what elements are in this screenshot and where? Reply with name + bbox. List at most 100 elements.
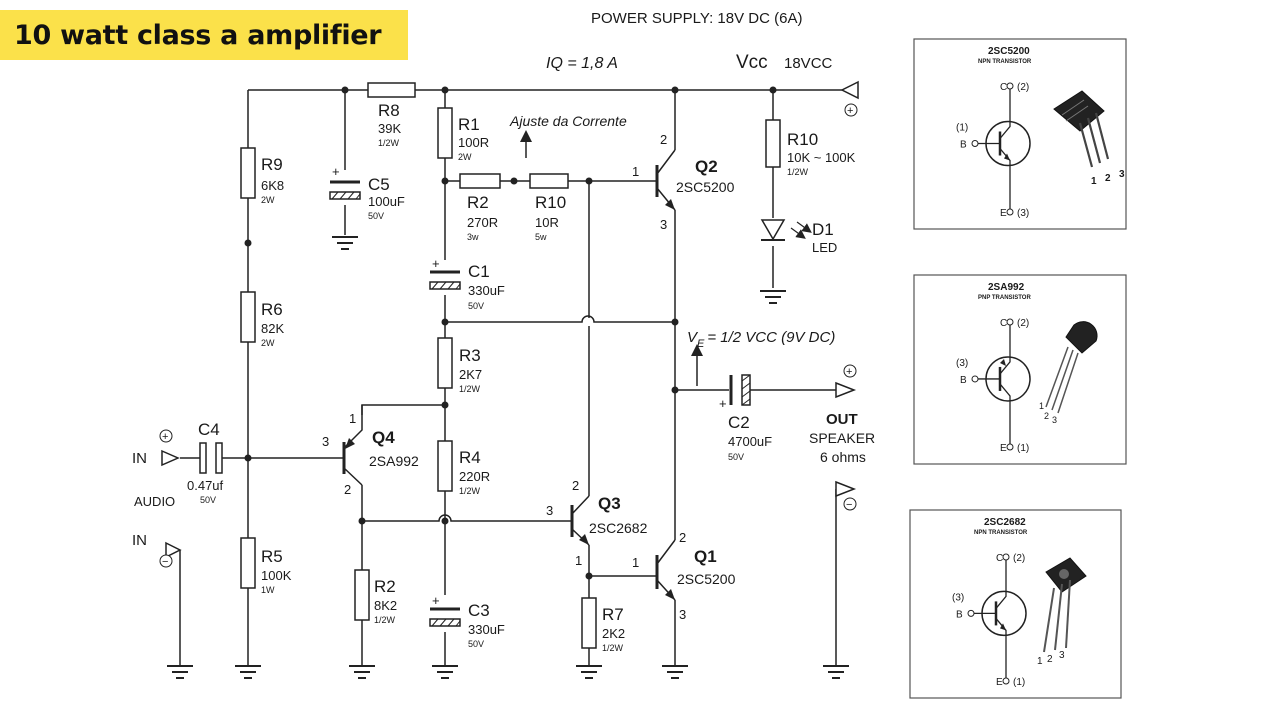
pinout-pin-label: B [960,140,967,151]
svg-text:10R: 10R [535,215,559,230]
svg-text:100K: 100K [261,568,292,583]
pinout-pin-label: E [1000,443,1007,454]
r3-resistor [437,337,453,389]
svg-text:5w: 5w [535,232,547,242]
pinout-pin-label: E [1000,208,1007,219]
svg-text:330uF: 330uF [468,622,505,637]
r4-resistor [437,440,453,492]
svg-text:2K2: 2K2 [602,626,625,641]
c3-capacitor [429,607,461,627]
pinout-pin-label: (3) [956,358,968,369]
svg-text:R9: R9 [261,155,283,174]
vcc-label: Vcc [736,52,768,73]
svg-text:+: + [162,431,168,443]
svg-text:C4: C4 [198,420,220,439]
svg-text:3: 3 [1059,650,1065,661]
svg-text:R10: R10 [535,193,566,212]
svg-text:1: 1 [349,411,356,426]
svg-text:1: 1 [1037,656,1043,667]
svg-text:1W: 1W [261,585,275,595]
svg-text:2W: 2W [261,338,275,348]
svg-text:R1: R1 [458,115,480,134]
svg-text:1: 1 [1091,176,1097,187]
svg-text:2W: 2W [261,195,275,205]
pinout-pin-label: B [960,375,967,386]
r6-resistor [240,291,256,343]
audio-label: AUDIO [134,494,175,509]
svg-text:50V: 50V [728,452,744,462]
pin-numbers: 123 123 123 123 [322,132,686,622]
svg-text:3: 3 [679,607,686,622]
pinout-pin-label: (1) [1017,443,1029,454]
r5-resistor [240,537,256,589]
svg-text:+: + [332,164,340,179]
q3-transistor [558,495,590,546]
svg-text:−: − [846,499,852,511]
svg-text:2K7: 2K7 [459,367,482,382]
q2-transistor [655,149,676,211]
svg-text:R4: R4 [459,448,481,467]
svg-text:C1: C1 [468,262,490,281]
svg-text:2: 2 [660,132,667,147]
in-ground-label: IN [132,532,147,549]
svg-text:100uF: 100uF [368,194,405,209]
svg-text:+: + [719,396,727,411]
pinout-pin-label: B [956,609,963,620]
speaker-label: SPEAKER [809,430,875,446]
svg-text:50V: 50V [368,211,384,221]
svg-text:2: 2 [344,482,351,497]
power-supply-label: POWER SUPPLY: 18V DC (6A) [591,10,802,27]
svg-text:2SC2682: 2SC2682 [589,520,648,536]
c4-capacitor [199,442,223,474]
svg-text:50V: 50V [468,639,484,649]
svg-text:+: + [846,366,852,378]
svg-text:R8: R8 [378,101,400,120]
pinout-pin-label: C [996,553,1003,564]
svg-text:R7: R7 [602,605,624,624]
svg-text:270R: 270R [467,215,498,230]
vcc-terminal [840,80,859,100]
svg-text:8K2: 8K2 [374,598,397,613]
svg-text:39K: 39K [378,121,401,136]
svg-text:1/2W: 1/2W [459,486,481,496]
out-label: OUT [826,411,858,428]
svg-text:+: + [847,105,853,117]
in-label: IN [132,450,147,467]
svg-text:R5: R5 [261,547,283,566]
iq-label: IQ = 1,8 A [546,55,618,72]
ohms-label: 6 ohms [820,449,866,465]
out-minus-terminal [835,480,857,498]
pinout-type: NPN TRANSISTOR [978,59,1032,65]
pinout-part: 2SC5200 [988,46,1030,57]
svg-text:100R: 100R [458,135,489,150]
r10-power-resistor [529,173,569,189]
out-plus-terminal [835,381,857,399]
pinout-pin-label: (1) [1013,677,1025,688]
pinout-type: PNP TRANSISTOR [978,295,1031,301]
pinout-pin-label: C [1000,82,1007,93]
r2-power-resistor [459,173,501,189]
svg-text:2W: 2W [458,152,472,162]
pinout-part: 2SC2682 [984,517,1026,528]
svg-text:4700uF: 4700uF [728,434,772,449]
pinout-pin-label: (2) [1017,82,1029,93]
svg-text:C3: C3 [468,601,490,620]
r8-resistor [367,82,416,98]
c3-label: C3 330uF 50V [468,601,505,649]
svg-text:82K: 82K [261,321,284,336]
svg-text:10K ~ 100K: 10K ~ 100K [787,150,856,165]
svg-text:R10: R10 [787,130,818,149]
